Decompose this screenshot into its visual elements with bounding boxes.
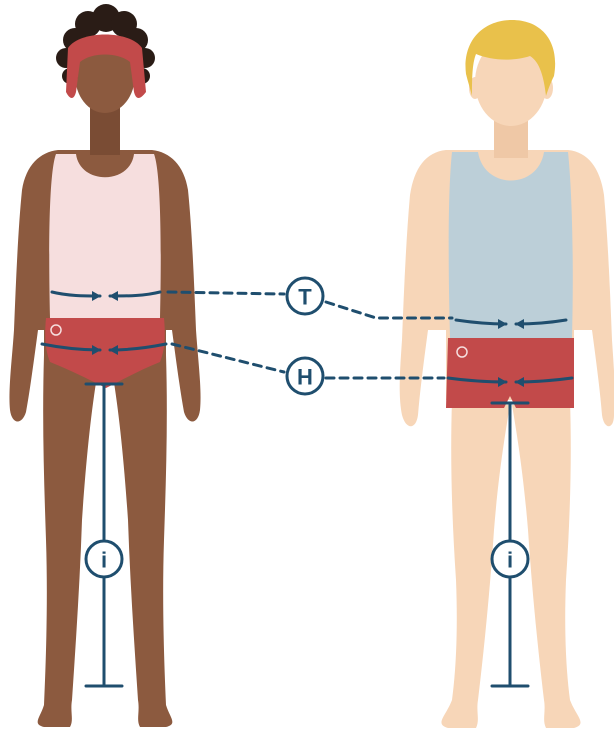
waist-connector-left bbox=[168, 292, 284, 294]
hip-marker: H bbox=[287, 358, 323, 394]
female-inseam-marker-label: i bbox=[101, 548, 107, 573]
male-inseam-marker-label: i bbox=[507, 548, 513, 573]
waist-marker: T bbox=[287, 278, 323, 314]
female-inseam-marker: i bbox=[86, 541, 122, 577]
hip-marker-label: H bbox=[297, 365, 313, 390]
male-inseam-marker: i bbox=[492, 541, 528, 577]
female-right-leg bbox=[110, 355, 172, 727]
female-left-leg bbox=[38, 355, 100, 727]
waist-marker-label: T bbox=[298, 285, 312, 310]
male-figure bbox=[400, 20, 614, 728]
